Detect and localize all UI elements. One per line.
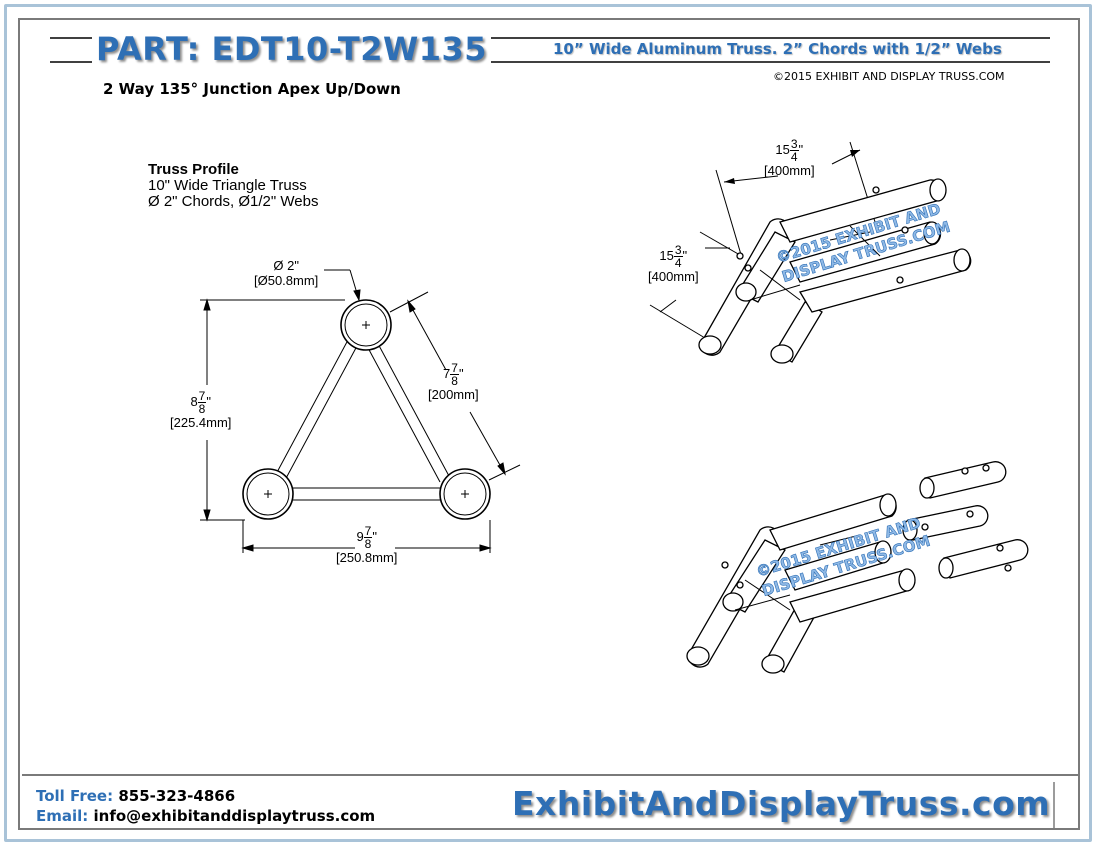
truss-profile-line2: Ø 2" Chords, Ø1/2" Webs bbox=[148, 193, 319, 210]
leg2-fraction-num: 3 bbox=[673, 243, 683, 257]
chord-diameter-mm: [Ø50.8mm] bbox=[254, 273, 319, 288]
truss-profile-drawing bbox=[200, 269, 521, 553]
leg2-mm: [400mm] bbox=[648, 269, 699, 284]
leg1-mm: [400mm] bbox=[764, 163, 815, 178]
height-fraction-den: 8 bbox=[198, 402, 206, 416]
assembled-junction-drawing bbox=[649, 141, 972, 364]
toll-free-number[interactable]: 855-323-4866 bbox=[118, 787, 236, 805]
email-label: Email: bbox=[36, 807, 89, 825]
inner-frame bbox=[18, 18, 1080, 830]
chord-diameter-inch: Ø 2" bbox=[273, 258, 299, 273]
email-row: Email: info@exhibitanddisplaytruss.com bbox=[36, 806, 375, 826]
width-whole: 9 bbox=[356, 528, 364, 544]
part-subtitle: 2 Way 135° Junction Apex Up/Down bbox=[103, 80, 401, 98]
width-unit: " bbox=[372, 528, 377, 544]
truss-profile-line1: 10" Wide Triangle Truss bbox=[148, 177, 307, 194]
width-mm: [250.8mm] bbox=[336, 550, 398, 565]
truss-profile-block: Truss Profile 10" Wide Triangle Truss Ø … bbox=[148, 162, 318, 210]
side-whole: 7 bbox=[443, 365, 451, 381]
outer-frame bbox=[4, 4, 1092, 842]
leg1-whole: 15 bbox=[775, 141, 790, 157]
email-link[interactable]: info@exhibitanddisplaytruss.com bbox=[93, 807, 376, 825]
part-description: 10” Wide Aluminum Truss. 2” Chords with … bbox=[553, 40, 1002, 58]
leg1-fraction-num: 3 bbox=[789, 137, 799, 151]
width-fraction-den: 8 bbox=[364, 537, 372, 551]
copyright-notice: ©2015 EXHIBIT AND DISPLAY TRUSS.COM bbox=[773, 70, 1005, 83]
leg2-fraction-den: 4 bbox=[674, 256, 682, 270]
side-unit: " bbox=[458, 365, 464, 381]
chord-diameter-label: Ø 2" [Ø50.8mm] bbox=[254, 258, 318, 288]
side-fraction-den: 8 bbox=[451, 374, 458, 388]
brand-website-link[interactable]: ExhibitAndDisplayTruss.com bbox=[512, 784, 1051, 823]
leg1-unit: " bbox=[798, 141, 804, 157]
side-fraction-num: 7 bbox=[450, 361, 459, 375]
leg1-fraction-den: 4 bbox=[790, 150, 798, 164]
toll-free-label: Toll Free: bbox=[36, 787, 114, 805]
height-fraction-num: 7 bbox=[197, 389, 207, 403]
height-mm: [225.4mm] bbox=[170, 415, 232, 430]
exploded-junction-drawing bbox=[686, 461, 1029, 674]
toll-free-row: Toll Free: 855-323-4866 bbox=[36, 786, 375, 806]
leg2-whole: 15 bbox=[659, 247, 674, 263]
height-unit: " bbox=[206, 393, 211, 409]
leg2-unit: " bbox=[682, 247, 688, 263]
side-mm: [200mm] bbox=[428, 387, 479, 402]
footer-contact: Toll Free: 855-323-4866 Email: info@exhi… bbox=[36, 786, 375, 826]
truss-profile-title: Truss Profile bbox=[148, 161, 239, 178]
height-whole: 8 bbox=[190, 393, 198, 409]
part-number-title: PART: EDT10-T2W135 bbox=[92, 30, 492, 68]
width-fraction-num: 7 bbox=[363, 524, 373, 538]
